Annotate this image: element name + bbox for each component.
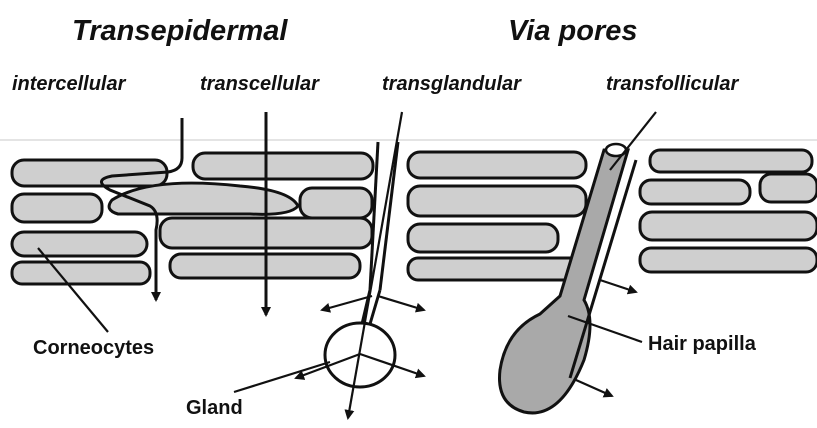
corneocyte: [12, 232, 147, 256]
via-pores-header: Via pores: [508, 15, 637, 47]
corneocyte: [650, 150, 812, 172]
transcellular-label: transcellular: [200, 73, 320, 95]
transfollicular-label: transfollicular: [606, 73, 739, 95]
corneocyte: [760, 174, 817, 202]
transepidermal-header: Transepidermal: [72, 15, 288, 47]
diffusion-arrow: [576, 380, 612, 396]
corneocyte: [12, 194, 102, 222]
corneocyte: [12, 262, 150, 284]
corneocytes-label: Corneocytes: [33, 337, 154, 359]
diffusion-arrow: [600, 280, 636, 292]
transglandular-label: transglandular: [382, 73, 522, 95]
corneocyte: [408, 224, 558, 252]
corneocyte: [640, 248, 817, 272]
corneocyte: [640, 180, 750, 204]
corneocyte-layer-left: [12, 153, 373, 284]
corneocyte: [109, 183, 298, 214]
corneocyte-layer-right: [640, 150, 817, 272]
gland-leader-line: [234, 362, 330, 392]
corneocyte-layer-middle: [408, 152, 588, 280]
corneocyte: [300, 188, 372, 218]
corneocyte: [408, 152, 586, 178]
corneocyte: [640, 212, 817, 240]
gland-label: Gland: [186, 397, 243, 419]
diffusion-arrow: [378, 296, 424, 310]
corneocyte: [408, 258, 588, 280]
corneocyte: [193, 153, 373, 179]
intercellular-label: intercellular: [12, 73, 127, 95]
corneocyte: [408, 186, 586, 216]
hair-papilla-label: Hair papilla: [648, 333, 757, 355]
